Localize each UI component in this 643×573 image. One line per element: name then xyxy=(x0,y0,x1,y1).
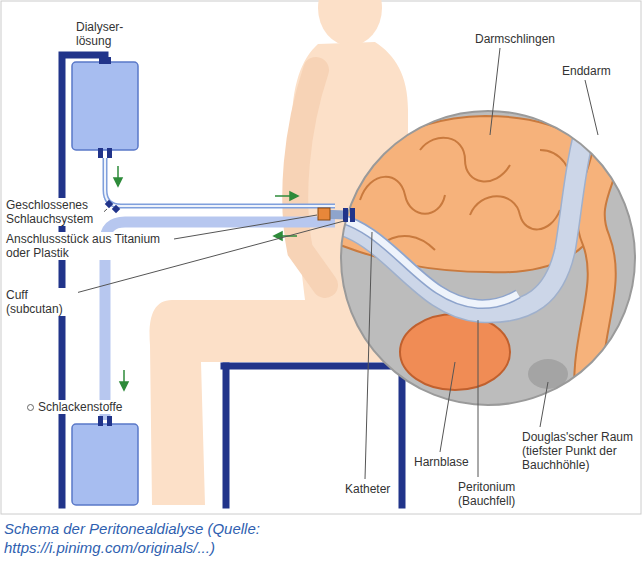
bag-port xyxy=(107,148,112,158)
tube-clamp xyxy=(112,205,120,213)
legend-text: Schlackenstoffe xyxy=(38,400,123,414)
flow-arrow xyxy=(114,178,122,186)
part-label: Peritonium (Bauchfell) xyxy=(458,480,520,508)
part-label: Katheter xyxy=(345,482,405,496)
part-label: Enddarm xyxy=(562,64,632,78)
catheter xyxy=(330,216,518,304)
leader-line xyxy=(490,48,500,135)
leader-line xyxy=(585,80,598,135)
bag-port xyxy=(98,416,103,426)
frame xyxy=(1,1,641,514)
part-label: Anschlussstück aus Titanium oder Plastik xyxy=(4,232,174,260)
part-label: Douglas'scher Raum (tiefster Punkt der B… xyxy=(522,430,636,472)
chair-leg xyxy=(223,366,230,505)
rectum xyxy=(588,112,607,410)
part-label: Darmschlingen xyxy=(475,32,585,46)
bladder xyxy=(400,314,510,390)
legend-entry: Schlackenstoffe xyxy=(24,400,126,414)
leader-line xyxy=(440,362,455,452)
chair-seat xyxy=(224,363,404,370)
person-head xyxy=(318,0,382,46)
tube-clamp xyxy=(105,200,113,208)
intestine-fold xyxy=(420,138,510,182)
intestine-fold xyxy=(470,196,560,229)
person-arm xyxy=(295,70,325,285)
peritoneum xyxy=(330,112,590,312)
leader-line xyxy=(478,320,479,477)
bag-port xyxy=(98,148,103,158)
bag-port xyxy=(107,416,112,426)
titanium-connector xyxy=(318,208,330,220)
zoom-circle xyxy=(341,111,635,405)
dialysate-bag xyxy=(72,62,138,150)
peritoneum xyxy=(330,112,590,312)
inflow-tube xyxy=(105,158,335,206)
part-label: Dialyser- lösung xyxy=(76,20,146,48)
catheter xyxy=(330,216,518,304)
figure-caption: Schema der Peritonealdialyse (Quelle: ht… xyxy=(4,519,304,557)
part-label: Cuff (subcutan) xyxy=(4,288,78,316)
cuff xyxy=(350,208,355,222)
leader-line xyxy=(168,215,317,240)
cuff xyxy=(343,208,348,222)
leader-line xyxy=(540,382,548,427)
drain-bag xyxy=(72,424,138,505)
inflow-tube xyxy=(105,158,335,206)
part-label: Harnblase xyxy=(414,455,494,469)
part-label: Geschlossenes Schlauchsystem xyxy=(4,198,104,226)
intestine-fold xyxy=(360,177,445,214)
legend-symbol xyxy=(27,404,34,411)
leader-line xyxy=(365,232,372,479)
rectum xyxy=(588,112,607,410)
flow-arrow xyxy=(120,382,128,390)
bag-hanger xyxy=(99,57,111,64)
flow-arrow xyxy=(290,192,298,200)
